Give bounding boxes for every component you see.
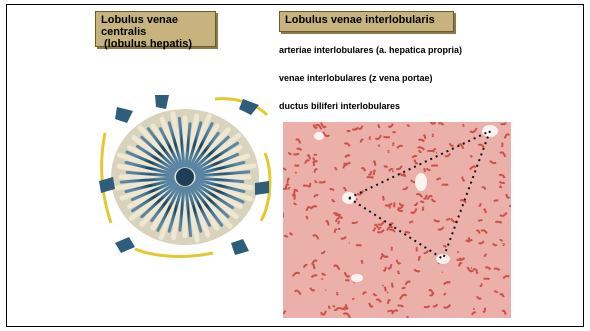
item-ductus: ductus biliferi interlobulares	[279, 101, 400, 111]
left-title-box: Lobulus venae centralis (lobulus hepatis…	[95, 11, 216, 47]
slide: Lobulus venae centralis (lobulus hepatis…	[6, 4, 584, 327]
liver-lobule-illustration	[95, 93, 275, 263]
right-title-box: Lobulus venae interlobularis	[279, 11, 454, 32]
right-title: Lobulus venae interlobularis	[285, 14, 435, 26]
histology-micrograph	[283, 122, 511, 318]
left-title-line1: Lobulus venae centralis	[101, 14, 210, 38]
item-venae: venae interlobulares (z vena portae)	[279, 73, 433, 83]
left-title-line2: (lobulus hepatis)	[101, 38, 210, 50]
item-arteriae: arteriae interlobulares (a. hepatica pro…	[279, 45, 462, 55]
